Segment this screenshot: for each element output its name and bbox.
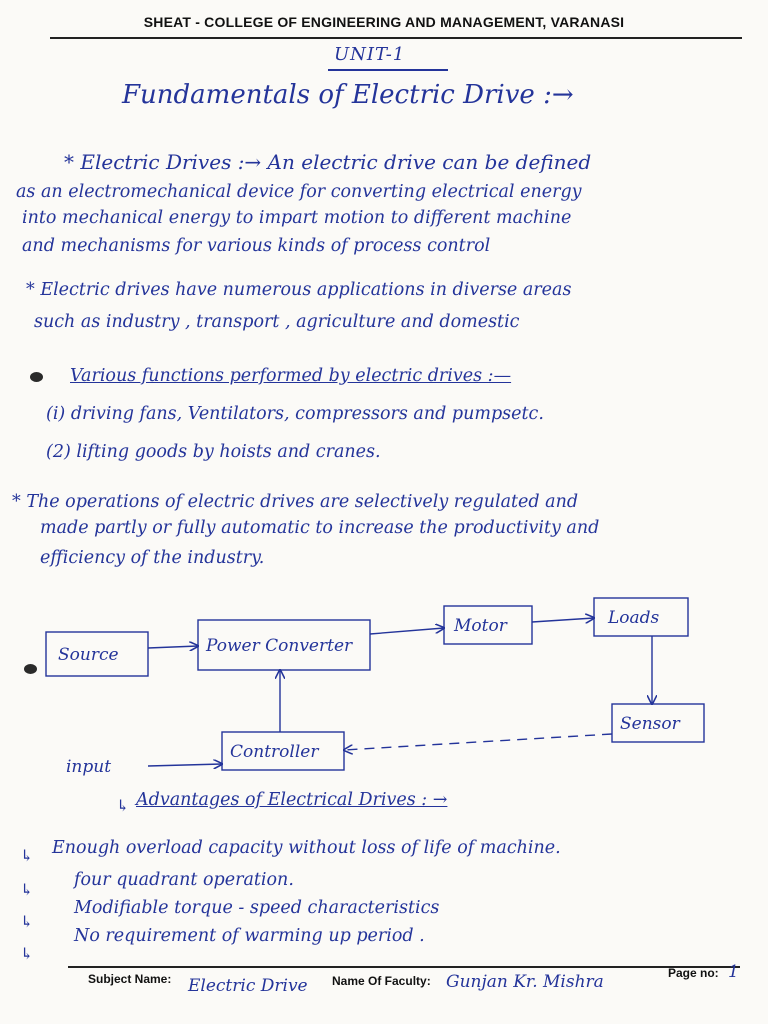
arrow-motor-to-loads	[531, 618, 594, 622]
operations-line-2: made partly or fully automatic to increa…	[40, 518, 600, 538]
loads-label: Loads	[607, 608, 660, 628]
source-box	[45, 631, 149, 677]
drive-block-diagram: Source Power Converter Motor Loads Senso…	[45, 597, 705, 777]
page-value: 1	[728, 962, 739, 982]
advantage-item-1: Enough overload capacity without loss of…	[52, 838, 561, 858]
intro-line-1: * Electric Drives :→ An electric drive c…	[64, 150, 592, 174]
source-label: Source	[58, 645, 119, 665]
arrow-source-to-converter	[147, 646, 198, 648]
sensor-box	[611, 703, 705, 743]
power-converter-label: Power Converter	[205, 636, 353, 656]
functions-heading: Various functions performed by electric …	[70, 366, 512, 386]
arrow-icon: ↳	[116, 796, 130, 815]
sensor-label: Sensor	[620, 714, 681, 734]
arrow-input-to-controller	[147, 764, 222, 766]
intro-line-3: into mechanical energy to impart motion …	[22, 208, 572, 228]
bullet-dot	[30, 372, 43, 382]
subject-value: Electric Drive	[188, 976, 308, 996]
input-label: input	[66, 757, 111, 777]
bullet-dot	[24, 664, 37, 674]
motor-label: Motor	[453, 616, 508, 636]
arrow-converter-to-motor	[369, 628, 444, 635]
applications-line-2: such as industry , transport , agricultu…	[34, 312, 520, 332]
advantage-item-2: four quadrant operation.	[74, 870, 294, 890]
operations-line-3: efficiency of the industry.	[40, 548, 265, 568]
subject-label: Subject Name:	[88, 972, 172, 986]
applications-line-1: * Electric drives have numerous applicat…	[26, 280, 572, 300]
arrow-icon: ↳	[20, 912, 34, 931]
college-header: SHEAT - COLLEGE OF ENGINEERING AND MANAG…	[143, 14, 625, 30]
arrow-sensor-to-controller	[344, 733, 613, 750]
advantages-heading: Advantages of Electrical Drives : →	[136, 790, 448, 810]
unit-label: UNIT-1	[334, 44, 406, 65]
faculty-value: Gunjan Kr. Mishra	[446, 972, 604, 992]
arrow-icon: ↳	[20, 944, 34, 963]
function-item-2: (2) lifting goods by hoists and cranes.	[46, 442, 381, 462]
page-title: Fundamentals of Electric Drive :→	[122, 80, 574, 110]
intro-line-4: and mechanisms for various kinds of proc…	[22, 236, 491, 256]
advantage-item-3: Modifiable torque - speed characteristic…	[74, 898, 440, 918]
arrow-icon: ↳	[20, 880, 34, 899]
advantage-item-4: No requirement of warming up period .	[74, 926, 425, 946]
header-rule	[50, 37, 742, 39]
operations-line-1: * The operations of electric drives are …	[12, 492, 579, 512]
footer-rule	[68, 966, 740, 968]
intro-line-2: as an electromechanical device for conve…	[16, 182, 582, 202]
unit-underline	[328, 69, 448, 71]
faculty-label: Name Of Faculty:	[332, 974, 431, 988]
function-item-1: (i) driving fans, Ventilators, compresso…	[46, 404, 544, 424]
controller-label: Controller	[230, 742, 319, 762]
arrow-icon: ↳	[20, 846, 34, 865]
page-label: Page no:	[668, 966, 719, 980]
